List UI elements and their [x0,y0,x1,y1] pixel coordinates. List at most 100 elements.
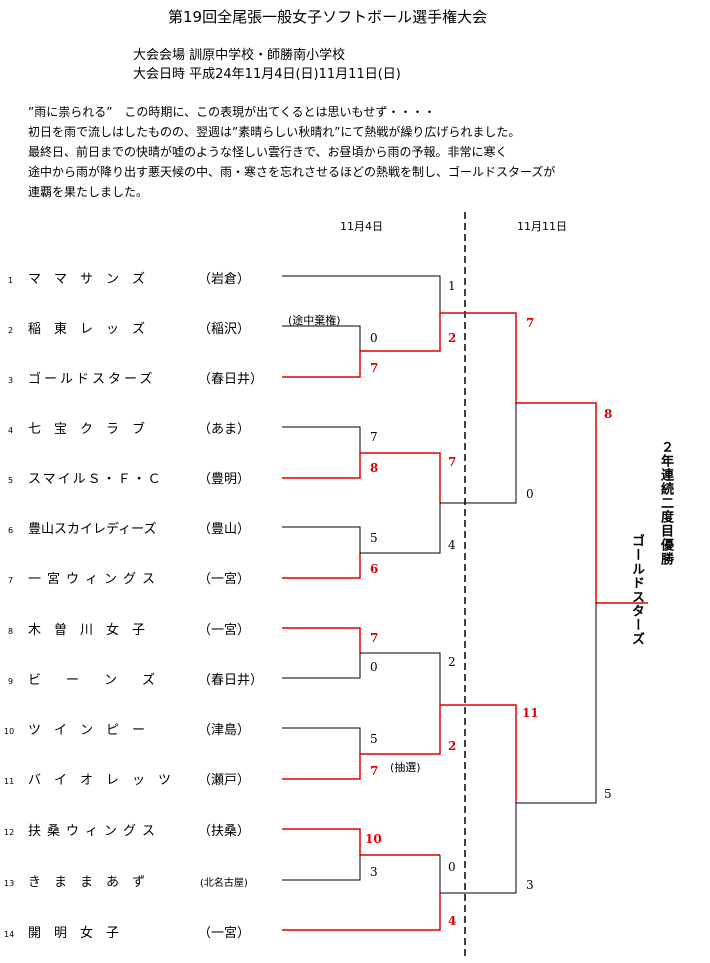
team-number: 8 [8,627,14,636]
note-lottery: (抽選) [390,761,421,774]
team-location: (北名古屋) [200,878,248,889]
team-location: （岩倉） [198,272,251,287]
team-name: き ま ま あ ず [28,875,146,890]
bracket-line [282,275,441,313]
bracket-line-winner [282,893,441,931]
team-row: 5 スマイルＳ・Ｆ・Ｃ （豊明） [8,468,250,487]
bracket-line [282,526,361,553]
bracket-line-winner [282,704,517,803]
score: 0 [370,660,378,674]
score: 4 [448,538,456,552]
team-number: 10 [4,727,15,736]
team-number: 7 [8,576,14,585]
score-winner: 10 [365,832,382,846]
team-number: 4 [8,426,14,435]
intro-line: 連覇を果たしました。 [28,185,149,199]
score-winner: 7 [526,316,535,330]
score: 0 [370,331,378,345]
score-winner: 6 [370,562,379,576]
score-winner: 11 [522,706,539,720]
score-winner: 8 [370,461,379,475]
score: 0 [526,487,534,501]
team-row: 1 マ マ サ ン ズ （岩倉） [8,268,250,287]
score: 5 [370,531,378,545]
bracket-line [282,727,361,754]
score-winner: 7 [448,455,457,469]
team-location: （あま） [198,422,251,437]
team-name: ビ ー ン ズ [28,673,162,688]
date-day1: 11月4日 [340,220,383,233]
team-location: （一宮） [198,926,251,941]
score-winner: 2 [448,331,457,345]
team-location: （春日井） [198,372,264,387]
bracket-line [516,603,597,804]
score-winner: 7 [370,631,379,645]
team-location: （豊山） [198,522,251,537]
team-number: 2 [8,326,14,335]
team-number: 9 [8,677,14,686]
bracket-line [360,403,517,554]
score-winner: 4 [448,914,457,928]
score: 3 [370,865,378,879]
team-location: （瀬戸） [198,773,251,788]
team-name: マ マ サ ン ズ [28,272,146,287]
team-name: 開 明 女 子 [28,926,120,941]
team-number: 5 [8,476,14,485]
intro-text: ”雨に祟られる” この時期に、この表現が出てくるとは思いもせず・・・・ 初日を雨… [28,102,555,202]
team-number: 14 [4,930,15,939]
team-row: 12 扶桑ウィングス （扶桑） [4,820,250,839]
team-location: （津島） [198,723,251,738]
team-location: （稲沢） [198,322,251,337]
team-name: 扶桑ウィングス [28,824,162,839]
team-name: 一宮ウィングス [28,572,162,587]
team-name: 木 曽 川 女 子 [28,623,146,638]
score: 0 [448,860,456,874]
champion-caption: ２年連続二度目優勝 [658,440,673,566]
bracket-line [439,803,517,894]
bracket-line-winner [282,312,648,604]
score: 7 [370,430,378,444]
team-number: 13 [4,879,15,888]
team-number: 3 [8,376,14,385]
bracket-line [282,426,361,453]
team-location: （一宮） [198,623,251,638]
team-name: 七 宝 ク ラ ブ [28,422,146,437]
page-title: 第19回全尾張一般女子ソフトボール選手権大会 [168,8,488,26]
team-name: スマイルＳ・Ｆ・Ｃ [28,472,163,487]
team-number: 12 [4,828,15,837]
bracket-line [282,325,361,351]
team-name: ツ イ ン ピ ー [28,723,146,738]
champion-team: ゴールドスターズ [629,534,644,646]
venue-line: 大会会場 訓原中学校・師勝南小学校 [133,48,346,63]
score: 3 [526,878,534,892]
team-row: 10 ツ イ ン ピ ー （津島） [4,719,250,738]
team-name: ゴールドスターズ [28,372,156,387]
team-location: （扶桑） [198,824,251,839]
intro-line: ”雨に祟られる” この時期に、この表現が出てくるとは思いもせず・・・・ [28,105,436,119]
team-row: 8 木 曽 川 女 子 （一宮） [8,619,250,638]
team-location: （一宮） [198,572,251,587]
team-number: 1 [8,276,14,285]
team-number: 11 [4,777,15,786]
bracket-line-winner [282,828,440,856]
intro-line: 最終日、前日までの快晴が嘘のような怪しい雲行きで、お昼頃から雨の予報。非常に寒く [28,145,508,159]
team-number: 6 [8,526,14,535]
date-day2: 11月11日 [517,220,567,233]
intro-line: 途中から雨が降り出す悪天候の中、雨・寒さを忘れさせるほどの熱戦を制し、ゴールドス… [28,165,556,179]
score-winner: 7 [370,361,379,375]
score: 2 [448,655,456,669]
score-winner: 2 [448,739,457,753]
team-row: 13 き ま ま あ ず (北名古屋) [4,871,248,890]
team-row: 4 七 宝 ク ラ ブ （あま） [8,418,250,437]
team-row: 11 バ イ オ レ ッ ツ （瀬戸） [4,769,250,788]
team-name: 豊山スカイレディーズ [28,522,157,537]
team-name: バ イ オ レ ッ ツ [28,773,172,788]
bracket-line [282,855,361,881]
team-row: 3 ゴールドスターズ （春日井） [8,368,263,387]
team-location: （豊明） [198,472,251,487]
team-row: 6 豊山スカイレディーズ （豊山） [8,518,250,537]
bracket-line-winner [282,627,361,653]
